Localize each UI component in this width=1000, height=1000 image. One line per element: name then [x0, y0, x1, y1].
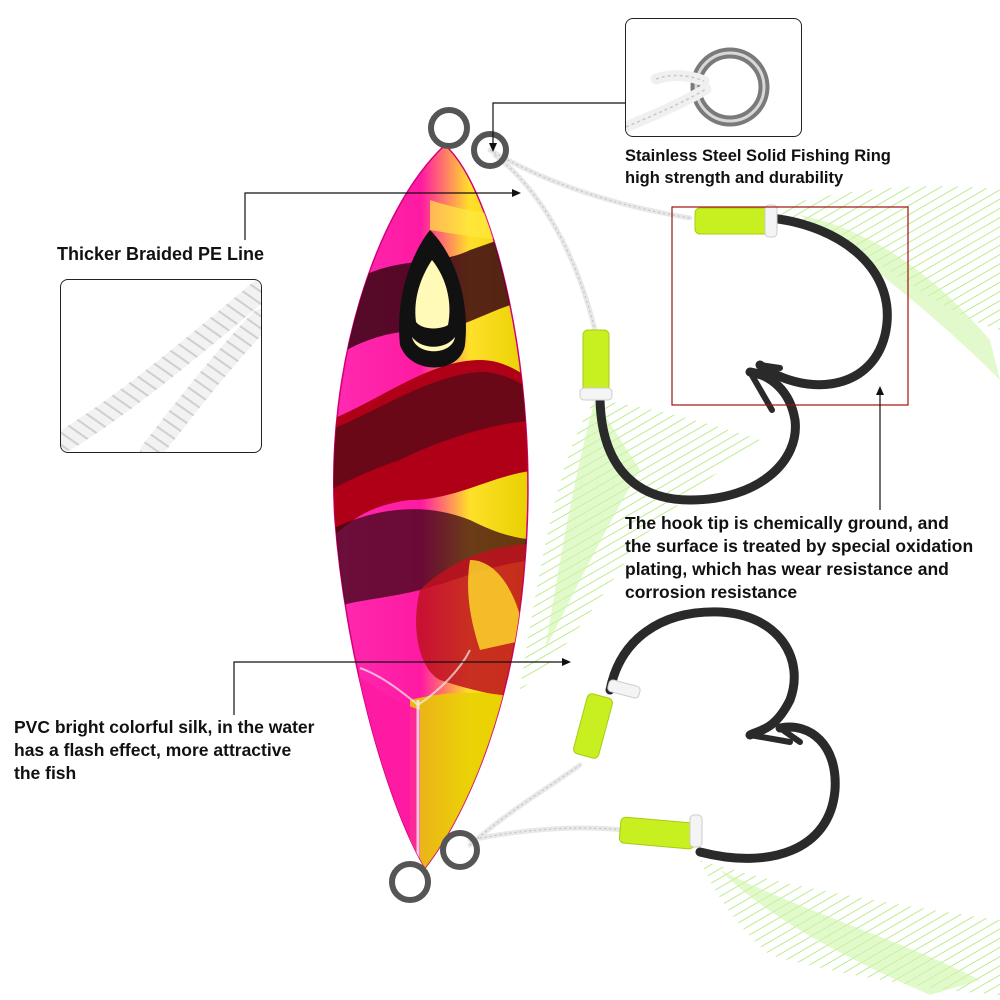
braided-line-icon — [61, 280, 261, 452]
hook-tip-callout: The hook tip is chemically ground, and t… — [625, 512, 973, 604]
silk-callout-line-1: PVC bright colorful silk, in the water — [14, 717, 315, 737]
braided-line-callout: Thicker Braided PE Line — [57, 243, 264, 265]
callout-arrowheads — [489, 143, 884, 666]
braided-line-callout-line-1: Thicker Braided PE Line — [57, 244, 265, 264]
split-rings-top — [428, 107, 509, 169]
hook-bottom-right — [695, 722, 840, 863]
ring-callout: Stainless Steel Solid Fishing Ring high … — [625, 145, 891, 189]
hook-tip-callout-line-1: The hook tip is chemically ground, and — [625, 513, 949, 533]
hook-tip-highlight-box — [671, 206, 909, 406]
silk-callout-line-2: has a flash effect, more attractive — [14, 740, 292, 760]
hook-top-right — [755, 213, 892, 390]
silk-tassel-bottom — [700, 860, 1000, 995]
silk-callout: PVC bright colorful silk, in the water h… — [14, 716, 314, 785]
hook-tip-callout-line-3: plating, which has wear resistance and — [625, 559, 949, 579]
ring-callout-line-2: high strength and durability — [625, 169, 844, 187]
steel-ring-icon — [626, 47, 770, 133]
hook-bottom-left — [605, 607, 799, 745]
ring-inset — [625, 18, 802, 137]
callout-leader-lines — [233, 102, 881, 715]
split-rings-bottom — [389, 830, 480, 903]
thread-wraps — [573, 204, 778, 850]
silk-callout-line-3: the fish — [14, 763, 77, 783]
lure-eye — [399, 230, 466, 368]
hook-top-left — [595, 367, 800, 505]
silk-tassel-top — [770, 186, 1000, 380]
hook-tip-callout-line-4: corrosion resistance — [625, 582, 798, 602]
hook-tip-callout-line-2: the surface is treated by special oxidat… — [625, 536, 974, 556]
ring-callout-line-1: Stainless Steel Solid Fishing Ring — [625, 147, 891, 165]
braided-line-inset — [60, 279, 262, 453]
